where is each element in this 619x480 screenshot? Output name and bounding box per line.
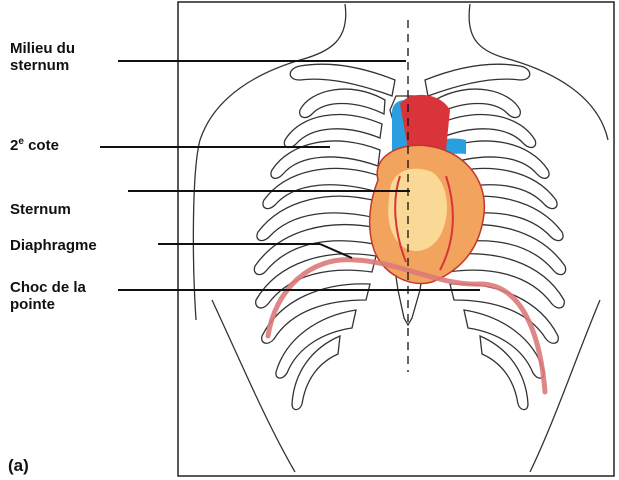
label-choc-de-la-pointe: Choc de la pointe (10, 279, 86, 313)
label-milieu-line1: Milieu du (10, 40, 75, 57)
label-milieu-du-sternum: Milieu du sternum (10, 40, 75, 74)
ribs-left (254, 89, 385, 410)
label-milieu-line2: sternum (10, 57, 75, 74)
panel-label: (a) (8, 456, 29, 476)
label-cote-suffix: cote (24, 137, 59, 154)
label-choc-line2: pointe (10, 296, 86, 313)
label-diaphragme: Diaphragme (10, 237, 97, 254)
label-sternum: Sternum (10, 201, 71, 218)
label-2e-cote: 2e cote (10, 137, 59, 154)
label-choc-line1: Choc de la (10, 279, 86, 296)
heart-highlight (388, 169, 447, 251)
